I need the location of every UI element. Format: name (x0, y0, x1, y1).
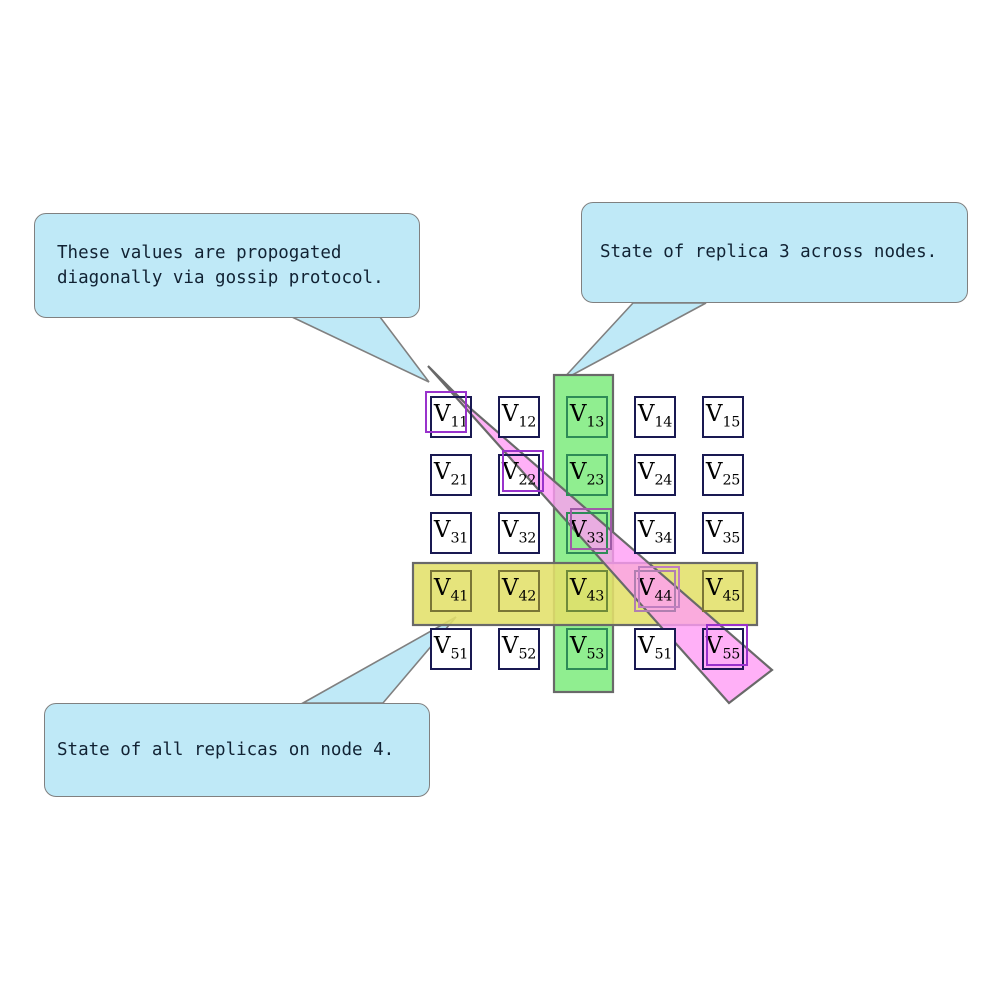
cell-label: V12 (501, 401, 537, 431)
grid-cell-v34[interactable]: V34 (634, 512, 676, 554)
grid-cell-v53[interactable]: V53 (566, 628, 608, 670)
grid-cell-v22[interactable]: V22 (498, 454, 540, 496)
grid-cell-v31[interactable]: V31 (430, 512, 472, 554)
callout-replica-text: State of replica 3 across nodes. (600, 242, 938, 263)
grid-cell-v51[interactable]: V51 (430, 628, 472, 670)
grid-cell-v52[interactable]: V52 (498, 628, 540, 670)
cell-label: V22 (501, 459, 537, 489)
grid-cell-v44[interactable]: V44 (634, 570, 676, 612)
cell-label: V55 (705, 633, 741, 663)
grid-cell-v25[interactable]: V25 (702, 454, 744, 496)
grid-cell-v24[interactable]: V24 (634, 454, 676, 496)
callout-node-text: State of all replicas on node 4. (57, 739, 395, 760)
cell-label: V53 (569, 633, 605, 663)
grid-cell-v41[interactable]: V41 (430, 570, 472, 612)
cell-label: V25 (705, 459, 741, 489)
grid-cell-v33[interactable]: V33 (566, 512, 608, 554)
grid-cell-v43[interactable]: V43 (566, 570, 608, 612)
cell-label: V11 (433, 401, 469, 431)
cell-label: V32 (501, 517, 537, 547)
cell-label: V51 (637, 633, 673, 663)
grid-cell-v35[interactable]: V35 (702, 512, 744, 554)
cell-label: V51 (433, 633, 469, 663)
grid-cell-v11[interactable]: V11 (430, 396, 472, 438)
callout-replica-3[interactable]: State of replica 3 across nodes. (581, 202, 968, 303)
cell-label: V13 (569, 401, 605, 431)
cell-label: V24 (637, 459, 673, 489)
grid-cell-v55[interactable]: V55 (702, 628, 744, 670)
grid-cell-v14[interactable]: V14 (634, 396, 676, 438)
grid-cell-v15[interactable]: V15 (702, 396, 744, 438)
cell-label: V42 (501, 575, 537, 605)
callout-gossip-text: These values are propogated diagonally v… (57, 242, 384, 288)
cell-label: V31 (433, 517, 469, 547)
grid-cell-v45[interactable]: V45 (702, 570, 744, 612)
grid-cell-v12[interactable]: V12 (498, 396, 540, 438)
cell-label: V23 (569, 459, 605, 489)
callout-node-4[interactable]: State of all replicas on node 4. (44, 703, 430, 797)
grid-cell-v13[interactable]: V13 (566, 396, 608, 438)
cell-label: V35 (705, 517, 741, 547)
grid-cell-v32[interactable]: V32 (498, 512, 540, 554)
callout-tail-replica (560, 302, 707, 382)
cell-label: V34 (637, 517, 673, 547)
cell-label: V45 (705, 575, 741, 605)
grid-cell-v23[interactable]: V23 (566, 454, 608, 496)
cell-label: V21 (433, 459, 469, 489)
grid-cell-v54[interactable]: V51 (634, 628, 676, 670)
cell-label: V15 (705, 401, 741, 431)
cell-label: V14 (637, 401, 673, 431)
cell-label: V41 (433, 575, 469, 605)
cell-label: V44 (637, 575, 673, 605)
cell-label: V33 (569, 517, 605, 547)
callout-gossip-protocol[interactable]: These values are propogated diagonally v… (34, 213, 420, 318)
cell-label: V43 (569, 575, 605, 605)
callout-tail-gossip (291, 316, 430, 383)
grid-cell-v21[interactable]: V21 (430, 454, 472, 496)
grid-cell-v42[interactable]: V42 (498, 570, 540, 612)
cell-label: V52 (501, 633, 537, 663)
